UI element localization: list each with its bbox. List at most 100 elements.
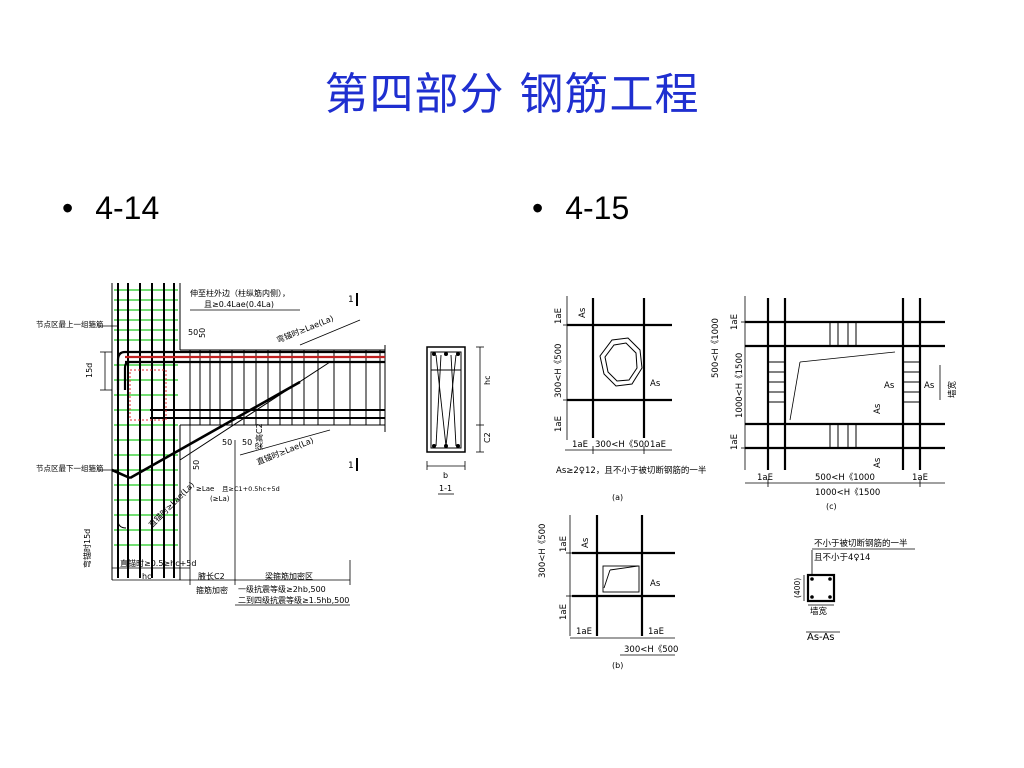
haunch-length-c2: 腋长C2	[198, 571, 225, 581]
dim-lines-b	[566, 515, 675, 656]
note-top-line-2: 且≥0.4Lae(0.4La)	[204, 300, 274, 309]
a-lae-bottom-right: 1aE	[650, 440, 666, 450]
b-as-right: As	[650, 579, 661, 589]
seismic-grade-1: 一级抗震等级≥2hb,500	[238, 584, 326, 594]
slide-title: 第四部分 钢筋工程	[324, 69, 700, 120]
section-inner-bars	[431, 354, 461, 447]
c-wall-width: 墙宽	[947, 380, 958, 398]
as-section-bars	[810, 577, 832, 599]
a-lae-left-bottom: 1aE	[554, 416, 564, 432]
bullet-text-2: 4-15	[565, 190, 630, 226]
b-lae-bottom-right: 1aE	[648, 627, 664, 637]
a-note: As≥2♀12，且不小于被切断钢筋的一半	[556, 465, 707, 476]
opening-b	[602, 565, 640, 593]
dim-lines-a	[563, 296, 672, 454]
section-mark-bottom: 1	[348, 461, 354, 471]
c-lae-bottom-right: 1aE	[912, 473, 928, 483]
c-as-3: As	[873, 403, 883, 414]
note-top-line-1: 伸至柱外边（柱纵筋内侧），	[190, 288, 290, 298]
rebar-grid-c	[745, 298, 945, 470]
bend-anchor-diagonal: 直锚时≥Lae(La)	[146, 479, 196, 529]
beam-top-bars	[116, 350, 385, 390]
leader-lines	[98, 309, 361, 606]
section-dimension-lines	[426, 346, 484, 495]
dim-hc: hc	[142, 572, 151, 581]
as-note-1: 不小于被切断钢筋的一半	[814, 538, 908, 549]
b-lae-bottom-left: 1aE	[576, 627, 592, 637]
rebar-grid-b	[572, 515, 675, 636]
dim-lines-c	[741, 296, 945, 487]
b-label: (b)	[612, 661, 623, 670]
section-dim-hc: hc	[483, 376, 492, 385]
haunch-outline	[117, 361, 331, 529]
figure-4-15c: 1aE 500<H《1000 1000<H《1500 1aE As As 墙宽 …	[711, 296, 958, 511]
as-note-2: 且不小于4♀14	[814, 552, 870, 563]
as-section-box	[806, 573, 836, 603]
figure-4-15-as-section: 不小于被切断钢筋的一半 且不小于4♀14 (400) 墙宽 As-As	[793, 538, 915, 643]
a-lae-left-top: 1aE	[554, 308, 564, 324]
figure-4-15b: 300<H《500 1aE As As 1aE 1aE 1aE 300<H《50…	[538, 515, 678, 670]
c-lae-bottom-left: 1aE	[757, 473, 773, 483]
anchor-condition-3: (≥La)	[210, 495, 230, 503]
b-as-top: As	[581, 537, 591, 548]
dim-50-c: 50	[222, 438, 232, 447]
as-leader-lines	[811, 548, 915, 576]
figure-4-15a: As As 1aE 300<H《500 1aE 1aE 300<H《500 1a…	[554, 296, 707, 502]
c-as-1: As	[884, 381, 895, 391]
node-zone-hatch	[129, 369, 167, 421]
beam-depth-c2: 梁高C2	[254, 423, 264, 450]
column-outline	[111, 283, 181, 580]
dim-50-a: 50	[188, 328, 198, 337]
beam-stirrup-zone: 梁箍筋加密区	[265, 571, 313, 581]
b-h-bottom: 300<H《500	[624, 645, 678, 655]
opening-octagon-a	[599, 337, 643, 387]
bullet-dot-icon: •	[62, 190, 74, 226]
figure-4-14: 伸至柱外边（柱纵筋内侧）， 且≥0.4Lae(0.4La) 节点区最上一组箍筋 …	[36, 283, 492, 606]
haunch-diagonal-bars	[111, 380, 301, 480]
b-h-left: 300<H《500	[538, 524, 548, 578]
section-stirrup	[430, 351, 462, 449]
seismic-grade-2-4: 二到四级抗震等级≥1.5hb,500	[238, 595, 349, 605]
b-lae-left-bottom: 1aE	[559, 604, 569, 620]
label-top-stirrup-group: 节点区最上一组箍筋	[36, 319, 104, 329]
section-bar-dots	[432, 352, 460, 448]
c-h-bottom-1: 500<H《1000	[815, 473, 875, 483]
dim-15d: 15d	[85, 363, 94, 378]
c-lae-top: 1aE	[730, 314, 740, 330]
anchor-condition-2: 且≥C1+0.5hc+5d	[222, 485, 280, 493]
section-dim-b: b	[443, 471, 448, 480]
a-h-left: 300<H《500	[554, 344, 564, 398]
opening-c	[789, 351, 896, 421]
as-wall-width: 墙宽	[810, 606, 828, 617]
c-h-left-2: 1000<H《1500	[735, 353, 745, 418]
label-bottom-stirrup-group: 节点区最下一组箍筋	[36, 463, 104, 473]
column-longitudinal-bars	[117, 283, 175, 578]
c-label: (c)	[826, 502, 837, 511]
straight-bottom-label: 直锚时≥0.5≥hc+5d	[120, 558, 196, 568]
as-section-title: As-As	[807, 632, 835, 643]
dim-50-e: 50	[192, 460, 201, 470]
c-h-bottom-2: 1000<H《1500	[815, 488, 880, 498]
section-dim-c2: C2	[483, 432, 492, 443]
c-lae-bottom: 1aE	[730, 434, 740, 450]
section-mark-top: 1	[348, 295, 354, 305]
anchor-condition-1: ≥Lae	[196, 485, 214, 493]
section-outline	[426, 346, 466, 453]
bullet-item-2: • 4-15	[532, 190, 629, 227]
stirrup-ticks-c	[768, 322, 920, 448]
bend-anchor-top: 弯锚时≥Lae(La)	[275, 313, 335, 345]
c-as-4: As	[873, 457, 883, 468]
c-as-2: As	[924, 381, 935, 391]
bullet-text-1: 4-14	[95, 190, 160, 226]
b-lae-left-top: 1aE	[559, 536, 569, 552]
dim-50-d: 50	[242, 438, 252, 447]
c-h-left-1: 500<H《1000	[711, 318, 721, 378]
a-h-bottom: 300<H《500	[595, 440, 649, 450]
dim-50-b: 50	[198, 328, 207, 338]
stirrup-densification: 箍筋加密	[196, 585, 228, 595]
bullet-item-1: • 4-14	[62, 190, 159, 227]
bullet-dot-icon: •	[532, 190, 544, 226]
bend-anchor-15d: 弯锚时15d	[82, 529, 92, 568]
a-as-right: As	[650, 379, 661, 389]
